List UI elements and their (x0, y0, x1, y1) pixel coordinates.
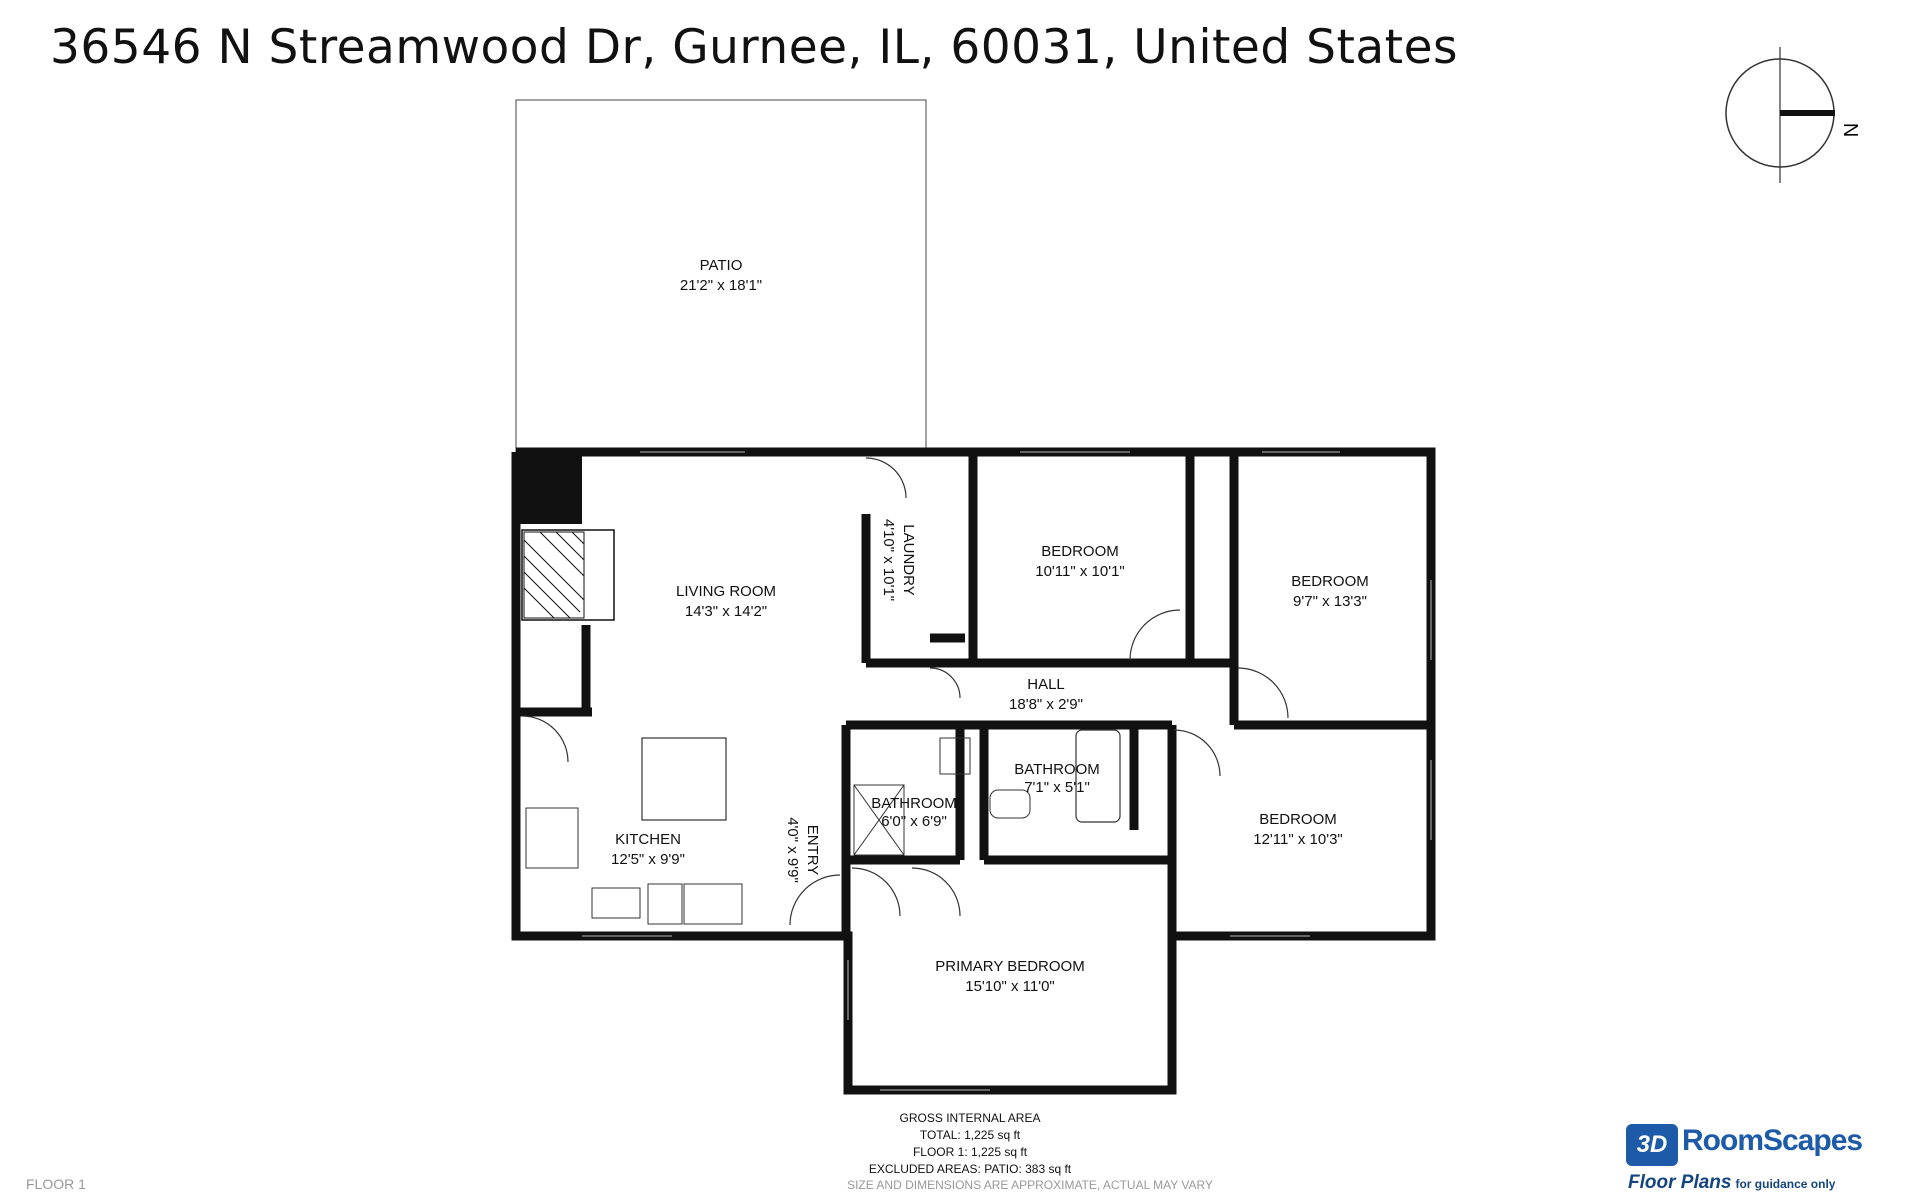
sink-icon (939, 737, 971, 775)
area-total: TOTAL: 1,225 sq ft (919, 1128, 1021, 1142)
room-name-primary: PRIMARY BEDROOM (935, 958, 1084, 975)
area-floor1: FLOOR 1: 1,225 sq ft (912, 1145, 1028, 1159)
disclaimer: SIZE AND DIMENSIONS ARE APPROXIMATE, ACT… (847, 1178, 1213, 1192)
room-dims-primary: 15'10" x 11'0" (965, 978, 1055, 995)
room-dims-kitchen: 12'5" x 9'9" (611, 851, 685, 868)
compass-icon: N (1725, 47, 1863, 183)
room-dims-bedroom3: 12'11" x 10'3" (1253, 831, 1343, 848)
kitchen-island (641, 737, 727, 821)
patio-outline (515, 99, 927, 453)
area-title: GROSS INTERNAL AREA (899, 1111, 1041, 1125)
shower-icon (853, 784, 905, 856)
room-name-bedroom2: BEDROOM (1291, 573, 1369, 590)
toilet-icon (989, 789, 1031, 819)
room-name-bedroom3: BEDROOM (1259, 811, 1337, 828)
room-name-bath1: BATHROOM (1014, 761, 1100, 778)
room-dims-living: 14'3" x 14'2" (685, 603, 767, 620)
area-excluded: EXCLUDED AREAS: PATIO: 383 sq ft (868, 1162, 1072, 1176)
windows (582, 451, 1432, 1091)
logo-sub-text: Floor Plans (1628, 1172, 1732, 1193)
room-name-entry: ENTRY (804, 825, 821, 876)
room-name-laundry: LAUNDRY (900, 524, 917, 595)
room-dims-bedroom2: 9'7" x 13'3" (1293, 593, 1367, 610)
room-name-kitchen: KITCHEN (615, 831, 681, 848)
kitchen-sink (591, 887, 641, 919)
logo-sub-note: for guidance only (1735, 1177, 1836, 1191)
logo-name: RoomScapes (1682, 1124, 1863, 1157)
room-dims-entry: 4'0" x 9'9" (784, 817, 801, 883)
room-name-living: LIVING ROOM (676, 583, 776, 600)
bathtub-icon (1075, 729, 1121, 823)
compass-north-label: N (1841, 123, 1863, 137)
logo-badge: 3D (1626, 1124, 1678, 1166)
room-dims-bath1: 7'1" x 5'1" (1024, 779, 1090, 796)
dishwasher (647, 883, 683, 925)
room-name-bath2: BATHROOM (871, 795, 957, 812)
room-dims-bedroom1: 10'11" x 10'1" (1035, 563, 1125, 580)
room-dims-bath2: 6'0" x 6'9" (881, 813, 947, 830)
kitchen-counter (525, 807, 579, 869)
floor-label: FLOOR 1 (26, 1176, 86, 1192)
room-name-hall: HALL (1027, 676, 1065, 693)
room-name-patio: PATIO (700, 257, 743, 274)
chimney (520, 456, 582, 524)
room-name-bedroom1: BEDROOM (1041, 543, 1119, 560)
area-summary: GROSS INTERNAL AREA TOTAL: 1,225 sq ft F… (820, 1110, 1120, 1178)
stove-icon (683, 883, 743, 925)
room-dims-patio: 21'2" x 18'1" (680, 277, 762, 294)
room-dims-laundry: 4'10" x 10'1" (880, 519, 897, 601)
doors (521, 457, 1289, 926)
fireplace-icon (521, 529, 615, 621)
room-dims-hall: 18'8" x 2'9" (1009, 696, 1083, 713)
address-title: 36546 N Streamwood Dr, Gurnee, IL, 60031… (50, 20, 1459, 75)
